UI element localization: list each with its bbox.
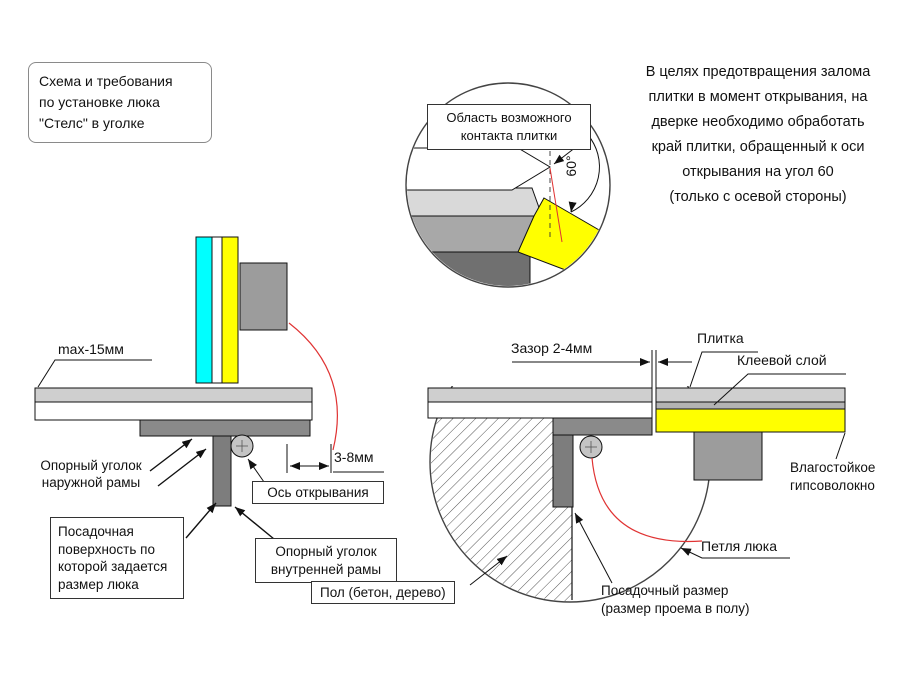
door-tile-layer xyxy=(221,236,239,384)
gypsum-fiber-layer xyxy=(655,408,846,433)
gvl-leader-line xyxy=(835,432,846,460)
door-hinge-block-right xyxy=(693,431,763,481)
glue-leader-line xyxy=(713,373,846,406)
cover-tile-layer xyxy=(34,387,313,403)
hinge-leader-line xyxy=(680,547,790,559)
max-offset-label: max-15мм xyxy=(58,341,124,357)
detail-contact-red-line xyxy=(549,167,563,243)
tile-leader-line xyxy=(689,351,758,388)
detail-glue-band xyxy=(407,187,543,217)
title-box: Схема и требования по установке люка "Ст… xyxy=(28,62,212,143)
inner-corner-arrow xyxy=(234,506,275,540)
gvl-label: Влагостойкое гипсоволокно xyxy=(790,460,876,493)
gap-3-8-label: 3-8мм xyxy=(334,449,374,465)
inner-frame-angle-right xyxy=(552,434,574,508)
floor-concrete-hatch xyxy=(431,418,572,601)
outer-frame-angle-left xyxy=(139,419,311,437)
outer-corner-arrow-1 xyxy=(149,438,193,472)
max-offset-leader xyxy=(37,359,152,388)
axis-label-box: Ось открывания xyxy=(252,481,384,504)
contact-area-label-box: Область возможного контакта плитки xyxy=(427,104,591,151)
door-hinge-block-left xyxy=(239,262,288,331)
floor-screed-layer xyxy=(427,401,653,419)
note-text: В целях предотвращения залома плитки в м… xyxy=(645,64,871,205)
glue-label: Клеевой слой xyxy=(737,352,827,368)
floor-leader-arrow xyxy=(469,555,508,586)
gap-2-4-label: Зазор 2-4мм xyxy=(511,340,593,356)
floor-tile-layer xyxy=(427,387,653,403)
glue-layer xyxy=(655,401,846,410)
door-panel-layer xyxy=(211,236,223,384)
angle-60-label: 60° xyxy=(563,155,579,177)
tile-label: Плитка xyxy=(697,330,744,346)
outer-corner-arrow-2 xyxy=(157,448,207,487)
door-finish-layer xyxy=(195,236,213,384)
hinge-label: Петля люка xyxy=(701,538,778,554)
hinge-swing-arc-right xyxy=(591,457,703,543)
door-tile-top-layer xyxy=(655,387,846,403)
inner-frame-angle-left xyxy=(212,435,232,507)
seating-surface-arrow xyxy=(185,502,217,539)
hinge-swing-arc-left xyxy=(288,322,339,451)
inner-corner-label-box: Опорный уголок внутренней рамы xyxy=(255,538,397,584)
angle-60-arc xyxy=(570,134,600,213)
floor-label-box: Пол (бетон, дерево) xyxy=(311,581,455,604)
seating-size-leader-arrow xyxy=(574,512,613,584)
cover-slab-layer xyxy=(34,401,313,421)
angle-arc-arrow-bottom xyxy=(568,201,577,213)
seating-surface-label-box: Посадочная поверхность по которой задает… xyxy=(50,517,184,600)
outer-frame-angle-right xyxy=(552,417,653,436)
outer-corner-label: Опорный уголок наружной рамы xyxy=(40,458,142,490)
axis-leader-arrow xyxy=(247,458,265,483)
seating-size-label: Посадочный размер (размер проема в полу) xyxy=(601,583,750,617)
